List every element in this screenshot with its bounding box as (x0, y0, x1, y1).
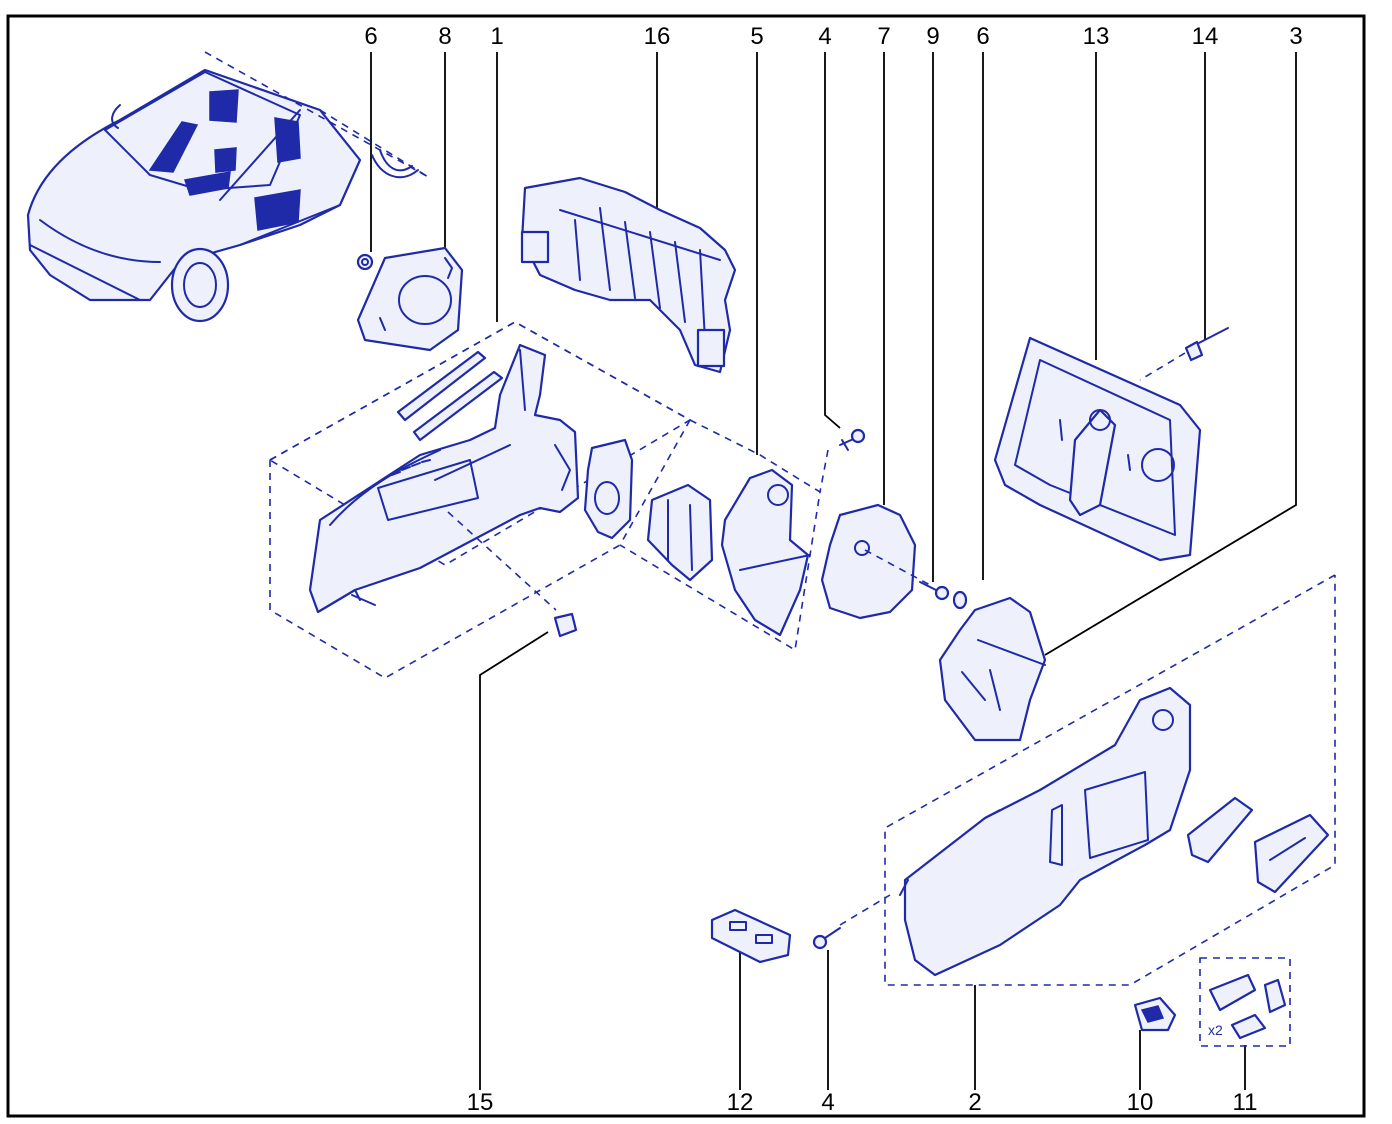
part-3-inner-trim (938, 596, 1047, 742)
part-5-bracket (646, 483, 714, 582)
callout-bottom-12: 12 (727, 1089, 754, 1116)
callout-bottom-11: 11 (1233, 1089, 1258, 1116)
part-4-screw-top (839, 428, 866, 451)
part-12-cap (710, 908, 792, 964)
part-8-trim-cover (356, 246, 464, 352)
callout-top-5: 5 (750, 23, 763, 50)
car-overview-illustration (26, 51, 431, 323)
part-15-clip (553, 612, 578, 638)
callout-bottom-2: 2 (968, 1089, 981, 1116)
diagram-frame (6, 14, 1366, 1118)
part-5-side-cover (720, 468, 811, 637)
callout-top-1: 1 (490, 23, 503, 50)
part-1-seat-mechanism (308, 343, 580, 614)
part-9-screw (919, 581, 950, 601)
callout-top-4: 4 (818, 23, 831, 50)
part-6-clip-left (356, 253, 374, 271)
part-7-round-cover (820, 503, 917, 620)
callout-top-6b: 6 (976, 23, 989, 50)
part-2-outer-trim (899, 686, 1192, 977)
part-6-clip-right (952, 590, 968, 610)
callout-bottom-10: 10 (1127, 1089, 1154, 1116)
callout-top-13: 13 (1083, 23, 1110, 50)
callout-top-6a: 6 (364, 23, 377, 50)
callout-labels-bottom: 15 12 4 2 10 11 (467, 1089, 1258, 1116)
callout-top-9: 9 (926, 23, 939, 50)
part-4-screw-bottom (812, 927, 841, 950)
callout-top-14: 14 (1192, 23, 1219, 50)
callout-bottom-4: 4 (821, 1089, 834, 1116)
part-2-switch-caps (1186, 796, 1330, 894)
part-1-side-block (583, 438, 634, 540)
callout-top-7: 7 (877, 23, 890, 50)
part-16-cover-panel (520, 176, 737, 374)
callout-top-8: 8 (438, 23, 451, 50)
part-1-rails (396, 350, 504, 442)
callout-labels-top: 6 8 1 16 5 4 7 9 6 13 14 3 (364, 23, 1302, 50)
part-14-rivet (1184, 327, 1229, 362)
part-13-back-plate (993, 336, 1202, 562)
part-11-button-kit: x2 (1199, 957, 1291, 1047)
assembly-2-boundary (884, 574, 1336, 986)
quantity-label: x2 (1208, 1022, 1223, 1038)
part-10-switch (1133, 996, 1177, 1032)
callout-top-16: 16 (644, 23, 671, 50)
leader-lines (370, 52, 1297, 1090)
callout-top-3: 3 (1289, 23, 1302, 50)
callout-bottom-15: 15 (467, 1089, 494, 1116)
